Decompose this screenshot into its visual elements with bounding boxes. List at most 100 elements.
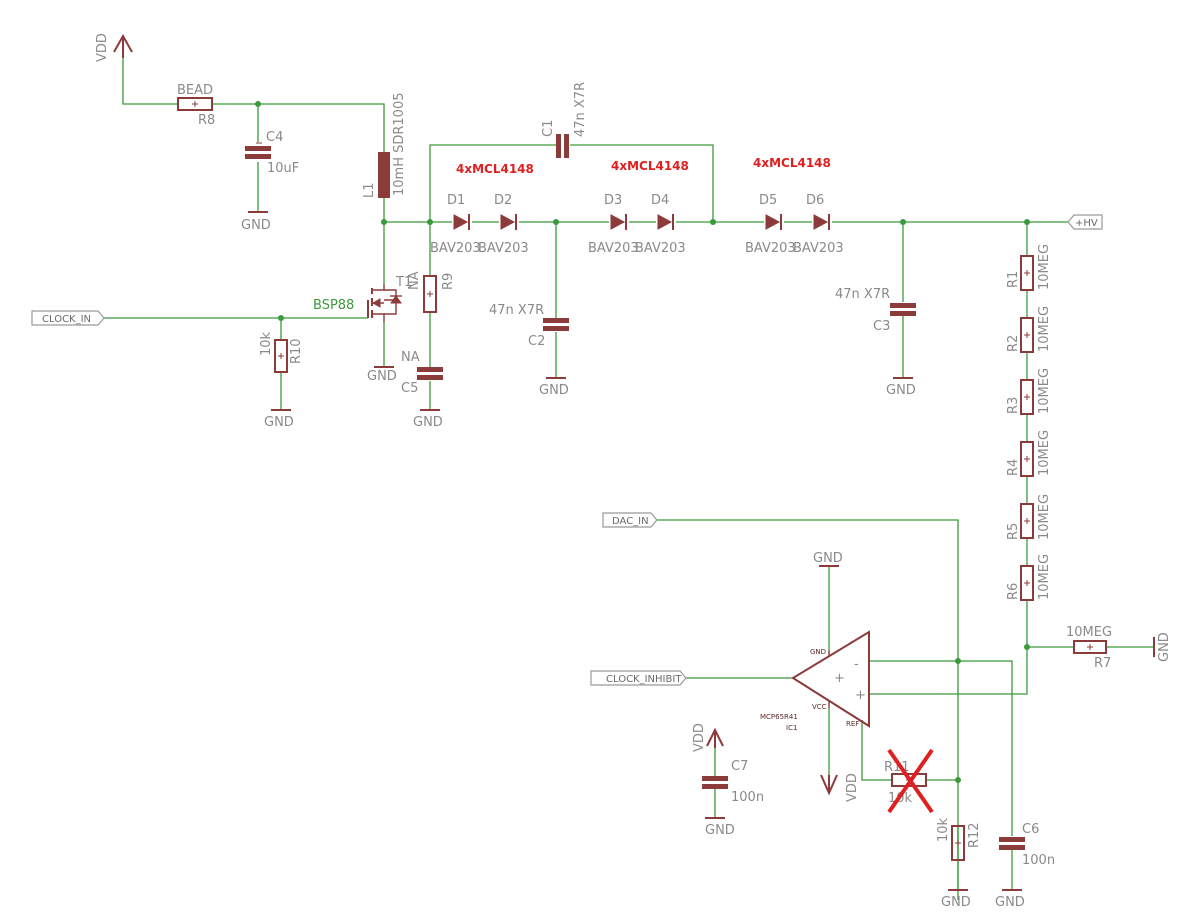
- ic1-pin-vcc: VCC: [812, 703, 827, 711]
- svg-text:10MEG: 10MEG: [1037, 554, 1052, 600]
- svg-text:D3: D3: [604, 193, 622, 208]
- svg-text:GND: GND: [1157, 632, 1172, 662]
- svg-text:GND: GND: [813, 551, 843, 566]
- note-d5-d6: 4xMCL4148: [753, 156, 831, 170]
- svg-text:D2: D2: [494, 193, 512, 208]
- diode-d1: D1 BAV203: [430, 193, 481, 256]
- resistor-r9: NA R9: [407, 271, 456, 313]
- capacitor-c6: C6 100n: [999, 822, 1055, 868]
- net-label-dac-in: DAC_IN: [602, 512, 658, 528]
- capacitor-c4: C4 10uF: [245, 130, 299, 176]
- svg-text:R4: R4: [1006, 459, 1021, 476]
- net-label-clock-inhibit: CLOCK_INHIBIT: [590, 670, 687, 686]
- capacitor-c3: 47n X7R C3: [835, 287, 916, 334]
- svg-text:C5: C5: [401, 381, 418, 396]
- ic1-pin-gnd: GND: [810, 648, 826, 656]
- mosfet-t1: T1 BSP88: [313, 275, 412, 322]
- svg-text:GND: GND: [705, 823, 735, 838]
- svg-text:10MEG: 10MEG: [1037, 306, 1052, 352]
- capacitor-c7: C7 100n: [702, 759, 764, 805]
- ic1-value: MCP65R41: [760, 713, 798, 721]
- svg-text:10k: 10k: [259, 331, 274, 356]
- svg-text:BEAD: BEAD: [177, 83, 213, 98]
- svg-text:DAC_IN: DAC_IN: [612, 516, 649, 527]
- gnd-symbol-ic1: GND: [813, 551, 843, 567]
- svg-text:R3: R3: [1006, 397, 1021, 414]
- ic1-pin-out: +: [834, 671, 845, 686]
- svg-text:C2: C2: [528, 334, 545, 349]
- capacitor-c2: 47n X7R C2: [489, 303, 569, 349]
- resistor-r3: R3 10MEG: [1006, 368, 1052, 415]
- svg-text:VDD: VDD: [692, 723, 707, 752]
- svg-text:NA: NA: [407, 271, 422, 290]
- gnd-symbol-c5: GND: [413, 409, 443, 430]
- svg-text:D1: D1: [447, 193, 465, 208]
- ic1-pin-minus: -: [854, 657, 859, 672]
- resistor-r5: R5 10MEG: [1006, 494, 1052, 540]
- svg-text:R8: R8: [198, 113, 215, 128]
- resistor-r2: R2 10MEG: [1006, 306, 1052, 353]
- vdd-label: VDD: [95, 33, 110, 62]
- gnd-symbol-r12: GND: [941, 889, 971, 910]
- diode-d4: D4 BAV203: [635, 193, 686, 256]
- diode-d6: D6 BAV203: [793, 193, 844, 256]
- svg-text:C3: C3: [873, 319, 890, 334]
- svg-text:100n: 100n: [731, 790, 764, 805]
- svg-text:BAV203: BAV203: [588, 241, 639, 256]
- svg-text:L1: L1: [362, 182, 377, 198]
- svg-text:D5: D5: [759, 193, 777, 208]
- t1-value: BSP88: [313, 298, 354, 313]
- capacitor-c5: NA C5: [401, 350, 443, 396]
- svg-text:R5: R5: [1006, 523, 1021, 540]
- svg-text:47n X7R: 47n X7R: [489, 303, 544, 318]
- svg-text:47n X7R: 47n X7R: [573, 82, 588, 137]
- gnd-symbol-t1: GND: [367, 366, 397, 384]
- svg-text:10uF: 10uF: [267, 161, 299, 176]
- svg-text:GND: GND: [995, 895, 1025, 910]
- svg-text:47n X7R: 47n X7R: [835, 287, 890, 302]
- resistor-r6: R6 10MEG: [1006, 554, 1052, 601]
- svg-text:R9: R9: [441, 273, 456, 290]
- svg-text:D6: D6: [806, 193, 824, 208]
- svg-text:10MEG: 10MEG: [1037, 244, 1052, 290]
- svg-text:BAV203: BAV203: [745, 241, 796, 256]
- resistor-r1: R1 10MEG: [1006, 244, 1052, 291]
- svg-text:GND: GND: [539, 383, 569, 398]
- resistor-r10: 10k R10: [259, 331, 304, 373]
- gnd-symbol-r7: GND: [1153, 632, 1172, 662]
- ic1-pin-ref: REF: [846, 720, 859, 728]
- svg-text:C6: C6: [1022, 822, 1039, 837]
- svg-text:T1: T1: [395, 275, 412, 290]
- svg-text:BAV203: BAV203: [430, 241, 481, 256]
- junctions: [255, 101, 1030, 783]
- svg-text:10MEG: 10MEG: [1066, 625, 1112, 640]
- svg-text:CLOCK_IN: CLOCK_IN: [42, 314, 91, 325]
- vdd-symbol-top: VDD: [95, 33, 133, 62]
- vdd-symbol-c7: VDD: [692, 723, 724, 752]
- svg-text:BAV203: BAV203: [793, 241, 844, 256]
- diode-d3: D3 BAV203: [588, 193, 639, 256]
- gnd-symbol-c3: GND: [886, 377, 916, 398]
- vdd-symbol-ic1: VDD: [820, 773, 860, 802]
- svg-text:GND: GND: [886, 383, 916, 398]
- svg-text:100n: 100n: [1022, 853, 1055, 868]
- svg-text:GND: GND: [941, 895, 971, 910]
- diode-d5: D5 BAV203: [745, 193, 796, 256]
- comparator-ic1: - + + GND VCC REF MCP65R41 IC1: [760, 630, 870, 732]
- svg-text:10MEG: 10MEG: [1037, 368, 1052, 414]
- svg-text:10MEG: 10MEG: [1037, 494, 1052, 540]
- resistor-r4: R4 10MEG: [1006, 430, 1052, 477]
- svg-text:R6: R6: [1006, 583, 1021, 600]
- svg-text:R1: R1: [1006, 271, 1021, 288]
- svg-text:GND: GND: [413, 415, 443, 430]
- ic1-pin-plus: +: [855, 688, 866, 703]
- svg-text:BAV203: BAV203: [635, 241, 686, 256]
- svg-text:VDD: VDD: [845, 773, 860, 802]
- svg-text:10k: 10k: [936, 817, 951, 842]
- svg-text:GND: GND: [241, 218, 271, 233]
- note-d1-d2: 4xMCL4148: [456, 162, 534, 176]
- svg-text:C4: C4: [266, 130, 283, 145]
- gnd-symbol-c4: GND: [241, 211, 271, 233]
- svg-text:R10: R10: [289, 338, 304, 364]
